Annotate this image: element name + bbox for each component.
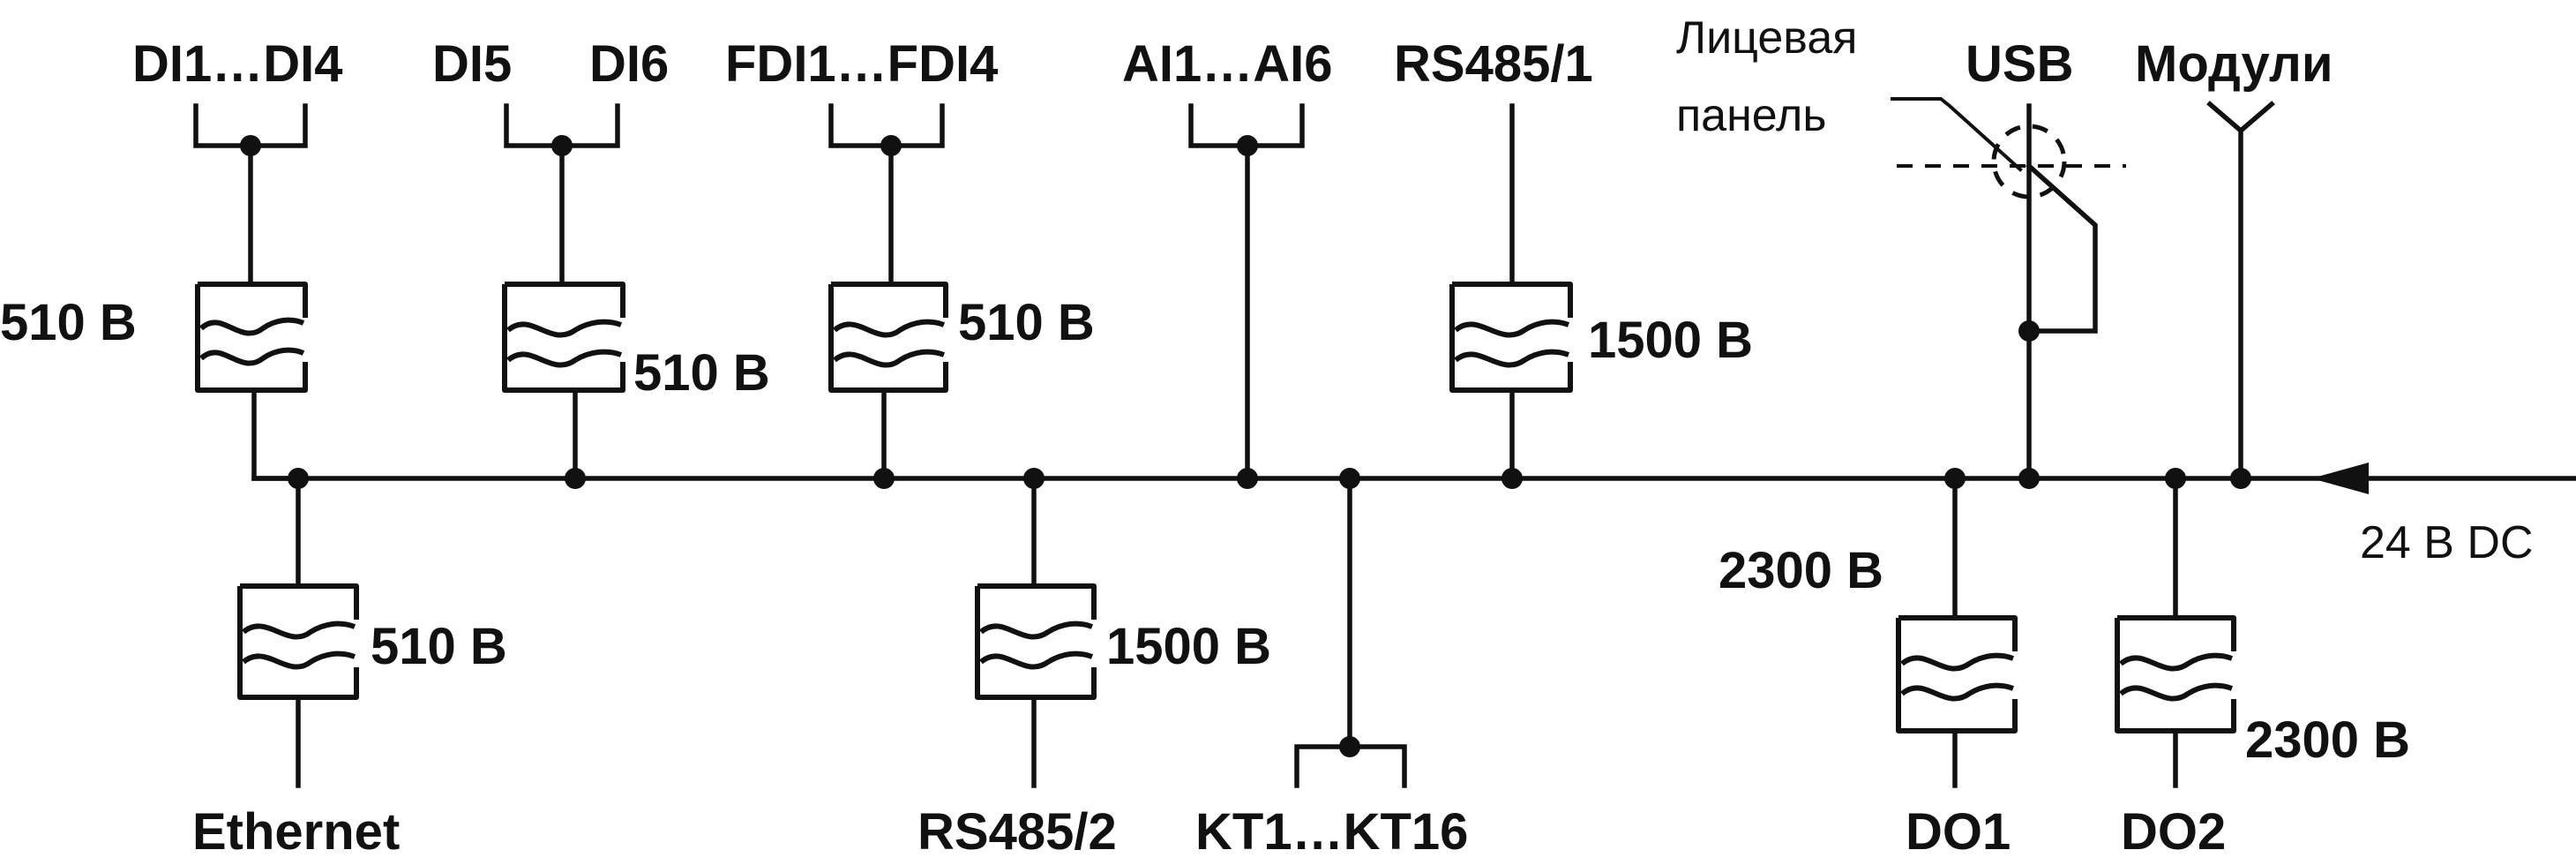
branch-rs485-1: 1500 В bbox=[1449, 103, 1753, 489]
isolation-do2 bbox=[2115, 615, 2236, 733]
label-front-panel-line2: панель bbox=[1676, 90, 1826, 141]
branch-do2: 2300 В DO2 bbox=[2115, 468, 2410, 861]
isolation-rs485-2 bbox=[975, 583, 1097, 700]
branch-usb bbox=[1891, 97, 2126, 489]
branch-ai1-ai6 bbox=[1188, 103, 1305, 489]
label-power-24v-dc: 24 В DC bbox=[2360, 517, 2534, 568]
voltage-di5-di6: 510 В bbox=[633, 344, 770, 402]
branch-ethernet: 510 В Ethernet bbox=[192, 476, 507, 861]
voltage-do1: 2300 В bbox=[1719, 542, 1883, 599]
label-usb: USB bbox=[1966, 35, 2073, 93]
branch-do1: 2300 В DO1 bbox=[1719, 468, 2018, 861]
power-arrow bbox=[2311, 463, 2369, 494]
label-rs485-2: RS485/2 bbox=[917, 803, 1117, 861]
label-front-panel-line1: Лицевая bbox=[1676, 12, 1857, 64]
voltage-do2: 2300 В bbox=[2245, 711, 2410, 769]
branch-modules bbox=[2206, 101, 2275, 489]
branch-di1-di4: 510 В bbox=[0, 103, 309, 489]
isolation-do1 bbox=[1896, 615, 2018, 733]
isolation-fdi1-fdi4 bbox=[828, 282, 948, 393]
branch-rs485-2: 1500 В RS485/2 bbox=[917, 468, 1271, 861]
modules-antenna-icon bbox=[2206, 101, 2275, 134]
label-do1: DO1 bbox=[1906, 803, 2011, 861]
label-do2: DO2 bbox=[2121, 803, 2226, 861]
voltage-di1-di4: 510 В bbox=[0, 294, 137, 351]
voltage-rs485-2: 1500 В bbox=[1106, 618, 1271, 675]
label-di1-di4: DI1…DI4 bbox=[132, 35, 343, 93]
branch-kt1-kt16: KT1…KT16 bbox=[1195, 468, 1468, 861]
label-di5: DI5 bbox=[432, 35, 512, 93]
usb-connector-icon bbox=[1991, 124, 2067, 199]
label-rs485-1: RS485/1 bbox=[1394, 35, 1593, 93]
label-ethernet: Ethernet bbox=[192, 803, 400, 861]
voltage-rs485-1: 1500 В bbox=[1588, 312, 1753, 369]
isolation-di1-di4 bbox=[195, 282, 308, 393]
isolation-rs485-1 bbox=[1449, 282, 1573, 393]
label-ai1-ai6: AI1…AI6 bbox=[1122, 35, 1333, 93]
label-fdi1-fdi4: FDI1…FDI4 bbox=[725, 35, 998, 93]
label-di6: DI6 bbox=[589, 35, 669, 93]
branch-di5-di6: 510 В bbox=[502, 103, 770, 489]
isolation-di5-di6 bbox=[502, 282, 625, 393]
label-modules: Модули bbox=[2135, 35, 2333, 93]
voltage-fdi1-fdi4: 510 В bbox=[958, 294, 1095, 351]
isolation-ethernet bbox=[237, 583, 359, 700]
branch-fdi1-fdi4: 510 В bbox=[828, 103, 1095, 489]
label-kt1-kt16: KT1…KT16 bbox=[1195, 803, 1468, 861]
voltage-ethernet: 510 В bbox=[371, 618, 507, 675]
